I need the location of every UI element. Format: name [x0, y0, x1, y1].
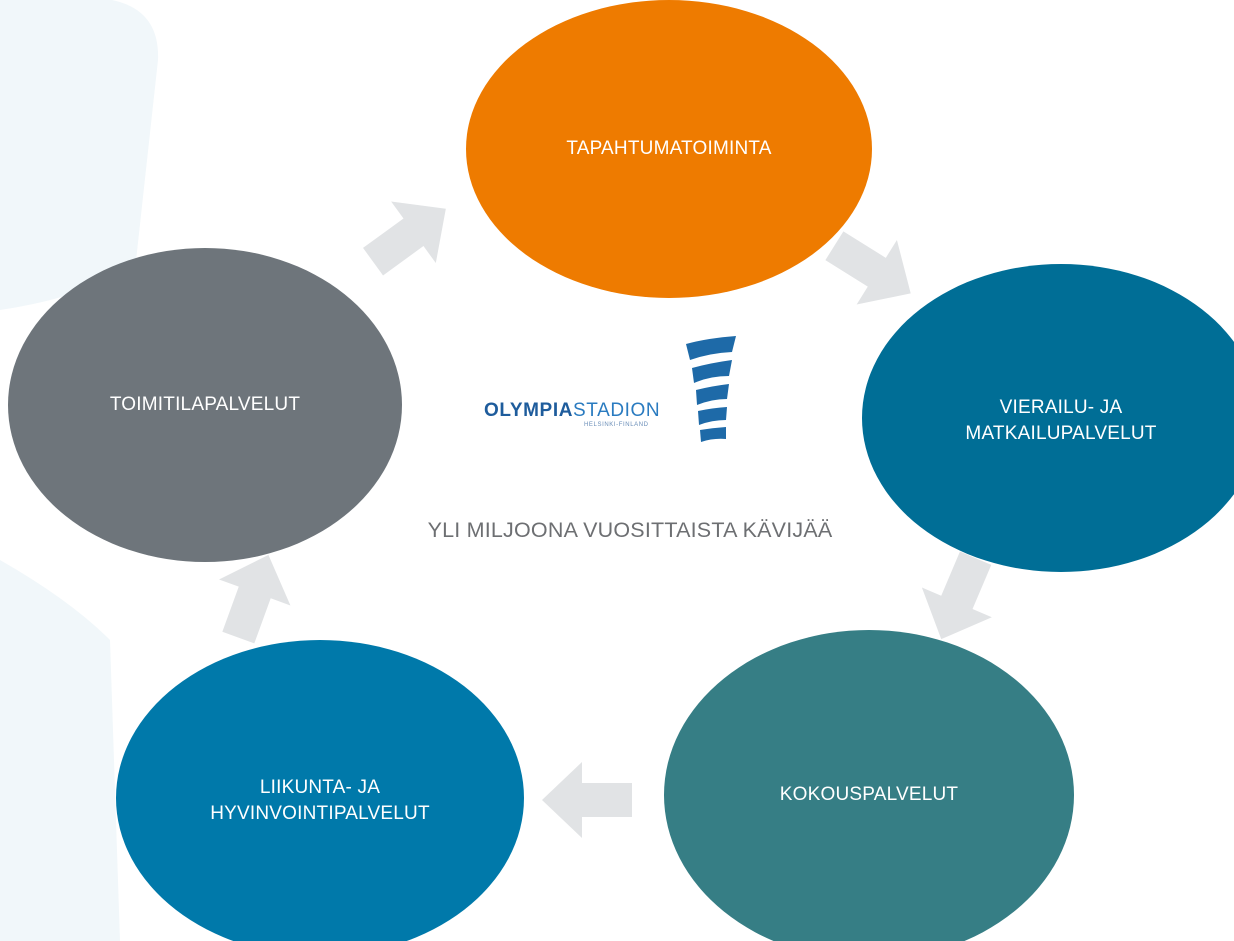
logo-subtitle: HELSINKI-FINLAND: [584, 422, 649, 428]
arrow-liikunta-to-toimitila: [219, 554, 291, 644]
arrow-kokous-to-liikunta: [542, 762, 632, 838]
node-label-vierailu-matkailupalvelut: VIERAILU- JA MATKAILUPALVELUT: [965, 397, 1157, 444]
node-liikunta-hyvinvointipalvelut: LIIKUNTA- JA HYVINVOINTIPALVELUT: [116, 640, 524, 941]
visitor-count-caption: YLI MILJOONA VUOSITTAISTA KÄVIJÄÄ: [427, 518, 833, 542]
node-vierailu-matkailupalvelut: VIERAILU- JA MATKAILUPALVELUT: [862, 264, 1234, 572]
arrow-vierailu-to-kokous: [921, 551, 992, 640]
node-kokouspalvelut: KOKOUSPALVELUT: [664, 630, 1074, 941]
arrow-toimitila-to-tapahtuma: [363, 201, 446, 276]
background-shape-bottom: [0, 560, 120, 941]
node-label-liikunta-hyvinvointipalvelut: LIIKUNTA- JA HYVINVOINTIPALVELUT: [210, 777, 430, 824]
node-label-tapahtumatoiminta: TAPAHTUMATOIMINTA: [566, 138, 772, 159]
node-toimitilapalvelut: TOIMITILAPALVELUT: [8, 248, 402, 562]
logo-wordmark: OLYMPIASTADION: [484, 400, 660, 422]
background-shape-top: [0, 0, 159, 310]
olympiastadion-logo: OLYMPIASTADION HELSINKI-FINLAND: [480, 336, 742, 446]
logo-word-stadion: STADION: [573, 400, 661, 421]
node-label-kokouspalvelut: KOKOUSPALVELUT: [779, 784, 959, 805]
arrow-tapahtuma-to-vierailu: [825, 231, 911, 305]
stadion-tower-icon: [686, 336, 736, 442]
node-label-toimitilapalvelut: TOIMITILAPALVELUT: [109, 394, 301, 415]
logo-word-olympia: OLYMPIA: [484, 400, 574, 421]
node-tapahtumatoiminta: TAPAHTUMATOIMINTA: [466, 0, 872, 298]
